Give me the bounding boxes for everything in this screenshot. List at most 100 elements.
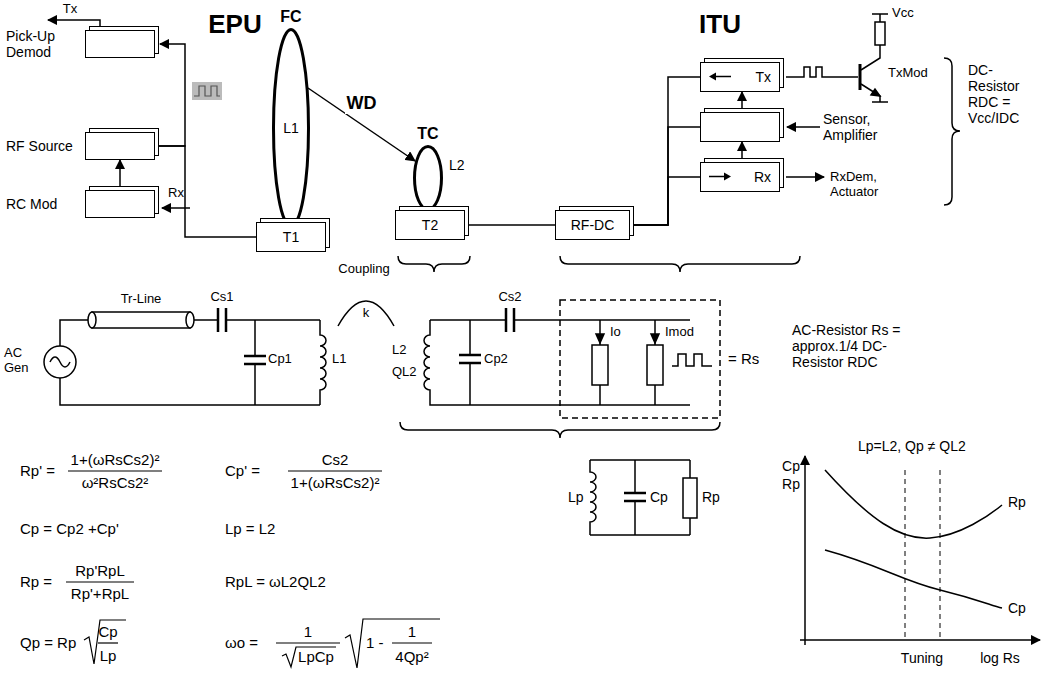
equivalent-circuit	[634, 460, 636, 535]
primary-circuit	[186, 312, 194, 328]
primary-circuit	[194, 319, 218, 321]
text-label: Cs1	[210, 290, 233, 305]
text-label: Io	[610, 325, 621, 340]
direction-arrow	[724, 173, 731, 181]
formula-stroke	[66, 471, 440, 668]
formula-stroke	[66, 581, 134, 582]
function-block: RF-DC	[555, 210, 630, 240]
text-label: Rp	[702, 489, 720, 505]
text-label: Lp	[100, 647, 117, 664]
function-block: T1	[256, 222, 326, 252]
primary-circuit	[60, 378, 320, 405]
text-label: 1+(ωRsCs2)²	[291, 474, 380, 491]
text-label: Cp = Cp2 +Cp'	[20, 520, 119, 537]
equivalent-circuit	[590, 460, 697, 535]
text-label: TxMod	[888, 66, 928, 81]
transistor-stage	[872, 14, 888, 22]
text-label: RpL = ωL2QL2	[225, 573, 326, 590]
edge-label: WD	[345, 93, 379, 114]
primary-circuit	[60, 320, 92, 346]
text-label: Rp	[782, 476, 800, 492]
text-label: Imod	[665, 325, 694, 340]
text-label: Cp1	[268, 352, 292, 367]
secondary-circuit	[424, 320, 690, 405]
function-block: T2	[395, 210, 465, 240]
tuning-chart	[800, 639, 1040, 641]
formula-stroke	[276, 642, 340, 643]
secondary-circuit	[459, 355, 481, 363]
signal-symbol	[192, 82, 222, 100]
secondary-circuit	[672, 354, 712, 366]
text-label: ωo =	[225, 634, 258, 651]
tuning-chart	[800, 456, 1040, 645]
formula-stroke	[282, 647, 336, 667]
text-label: 1	[304, 623, 312, 640]
coil: FCL1	[272, 28, 310, 228]
formula-stroke	[98, 642, 118, 643]
primary-circuit	[44, 301, 394, 405]
text-label: Tuning	[901, 650, 943, 666]
signal-symbol	[192, 82, 222, 100]
equivalent-circuit	[683, 478, 697, 518]
text-label: Tr-Line	[121, 292, 162, 307]
primary-circuit	[88, 312, 96, 328]
tuning-chart	[905, 470, 940, 640]
secondary-circuit	[647, 345, 663, 385]
secondary-circuit	[560, 300, 720, 418]
text-label: log Rs	[980, 650, 1020, 666]
text-label: Rp'RpL	[75, 562, 125, 579]
direction-arrow	[715, 76, 731, 78]
text-label: 1 -	[366, 634, 384, 651]
formula-stroke	[288, 470, 382, 471]
formula-stroke	[84, 620, 126, 664]
connector	[741, 92, 743, 112]
text-label: Lp	[568, 489, 584, 505]
text-label: 1+(ωRsCs2)²	[71, 451, 160, 468]
primary-circuit	[226, 319, 320, 321]
primary-circuit	[50, 357, 70, 367]
brace	[400, 422, 720, 438]
signal-arrow	[786, 176, 824, 178]
text-label: ω²RsCs2²	[82, 474, 149, 491]
text-label: 4Qp²	[395, 648, 428, 665]
function-block: RF Source	[85, 132, 155, 160]
signal-arrow	[48, 20, 100, 26]
secondary-circuit	[514, 319, 690, 321]
direction-arrow	[709, 73, 716, 81]
coil-outline	[413, 145, 443, 211]
connector	[119, 160, 121, 190]
text-label: L2	[392, 343, 406, 358]
text-label: Tx	[63, 2, 77, 17]
transistor-stage	[800, 67, 858, 77]
text-label: Rp' =	[20, 462, 55, 479]
tuning-chart	[825, 550, 1002, 608]
connector	[630, 127, 700, 225]
text-label: Cp' =	[225, 462, 260, 479]
text-label: Cp	[1008, 600, 1026, 616]
block-label: T2	[422, 217, 438, 233]
transistor-stage	[786, 14, 888, 102]
direction-arrow	[709, 176, 725, 178]
primary-circuit	[320, 320, 326, 405]
primary-circuit	[218, 308, 226, 332]
function-block: Tx	[700, 62, 780, 92]
transistor-stage	[859, 64, 862, 90]
primary-circuit	[244, 356, 266, 364]
secondary-circuit	[430, 319, 506, 321]
text-label: Rx	[168, 186, 184, 201]
function-block: Rx	[700, 162, 780, 192]
block-label: RC Mod	[6, 196, 78, 212]
text-label: AC Gen	[4, 346, 42, 376]
coil: TCL2	[413, 145, 443, 211]
text-label: Cs2	[498, 290, 521, 305]
connector	[741, 142, 743, 162]
text-label: Lp=L2, Qp ≠ QL2	[858, 438, 966, 454]
text-label: Cp	[650, 489, 668, 505]
text-label: DC-Resistor RDC = Vcc/IDC	[968, 62, 1040, 126]
text-label: Cs2	[322, 451, 349, 468]
text-label: Qp = Rp	[20, 634, 76, 651]
text-label: LpCp	[298, 648, 334, 665]
block-label: TC	[417, 125, 438, 143]
